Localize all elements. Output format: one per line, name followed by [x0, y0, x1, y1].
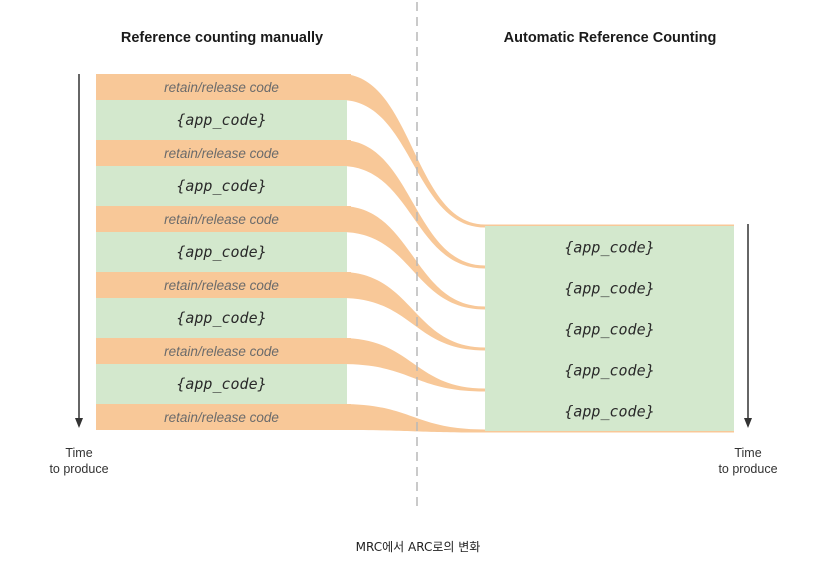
retain-release-ribbon	[341, 404, 734, 433]
retain-release-block: retain/release code	[96, 404, 351, 430]
right-time-label-line1: Time	[734, 446, 761, 460]
left-time-label-line1: Time	[65, 446, 92, 460]
left-column: retain/release code {app_code} retain/rele…	[96, 74, 351, 430]
retain-release-label: retain/release code	[164, 278, 279, 293]
retain-release-label: retain/release code	[164, 344, 279, 359]
app-code-block: {app_code}	[485, 349, 734, 390]
app-code-label: {app_code}	[176, 309, 266, 327]
app-code-block: {app_code}	[485, 267, 734, 308]
app-code-block: {app_code}	[96, 166, 347, 206]
right-heading: Automatic Reference Counting	[504, 30, 717, 46]
app-code-block: {app_code}	[485, 308, 734, 349]
retain-release-block: retain/release code	[96, 140, 351, 166]
app-code-block: {app_code}	[96, 232, 347, 272]
app-code-block: {app_code}	[96, 298, 347, 338]
retain-release-block: retain/release code	[96, 206, 351, 232]
app-code-label: {app_code}	[176, 375, 266, 393]
app-code-label: {app_code}	[176, 243, 266, 261]
right-column: {app_code} {app_code} {app_code} {app_code}…	[485, 226, 734, 431]
retain-release-label: retain/release code	[164, 212, 279, 227]
left-heading: Reference counting manually	[121, 30, 323, 46]
retain-release-ribbon	[341, 74, 734, 228]
right-time-label-line2: to produce	[718, 462, 777, 476]
app-code-label: {app_code}	[176, 177, 266, 195]
app-code-label: {app_code}	[564, 403, 654, 421]
retain-release-block: retain/release code	[96, 272, 351, 298]
app-code-label: {app_code}	[176, 111, 266, 129]
retain-release-label: retain/release code	[164, 80, 279, 95]
retain-release-label: retain/release code	[164, 410, 279, 425]
right-time-arrow	[744, 224, 752, 428]
app-code-label: {app_code}	[564, 280, 654, 298]
figure-caption: MRC에서 ARC로의 변화	[355, 540, 481, 554]
left-time-arrow	[75, 74, 83, 428]
app-code-block: {app_code}	[96, 100, 347, 140]
retain-release-label: retain/release code	[164, 146, 279, 161]
retain-release-block: retain/release code	[96, 338, 351, 364]
app-code-label: {app_code}	[564, 239, 654, 257]
app-code-label: {app_code}	[564, 321, 654, 339]
app-code-block: {app_code}	[96, 364, 347, 404]
left-time-label-line2: to produce	[49, 462, 108, 476]
retain-release-block: retain/release code	[96, 74, 351, 100]
app-code-block: {app_code}	[485, 390, 734, 431]
app-code-block: {app_code}	[485, 226, 734, 267]
app-code-label: {app_code}	[564, 362, 654, 380]
flow-ribbons	[341, 74, 734, 433]
